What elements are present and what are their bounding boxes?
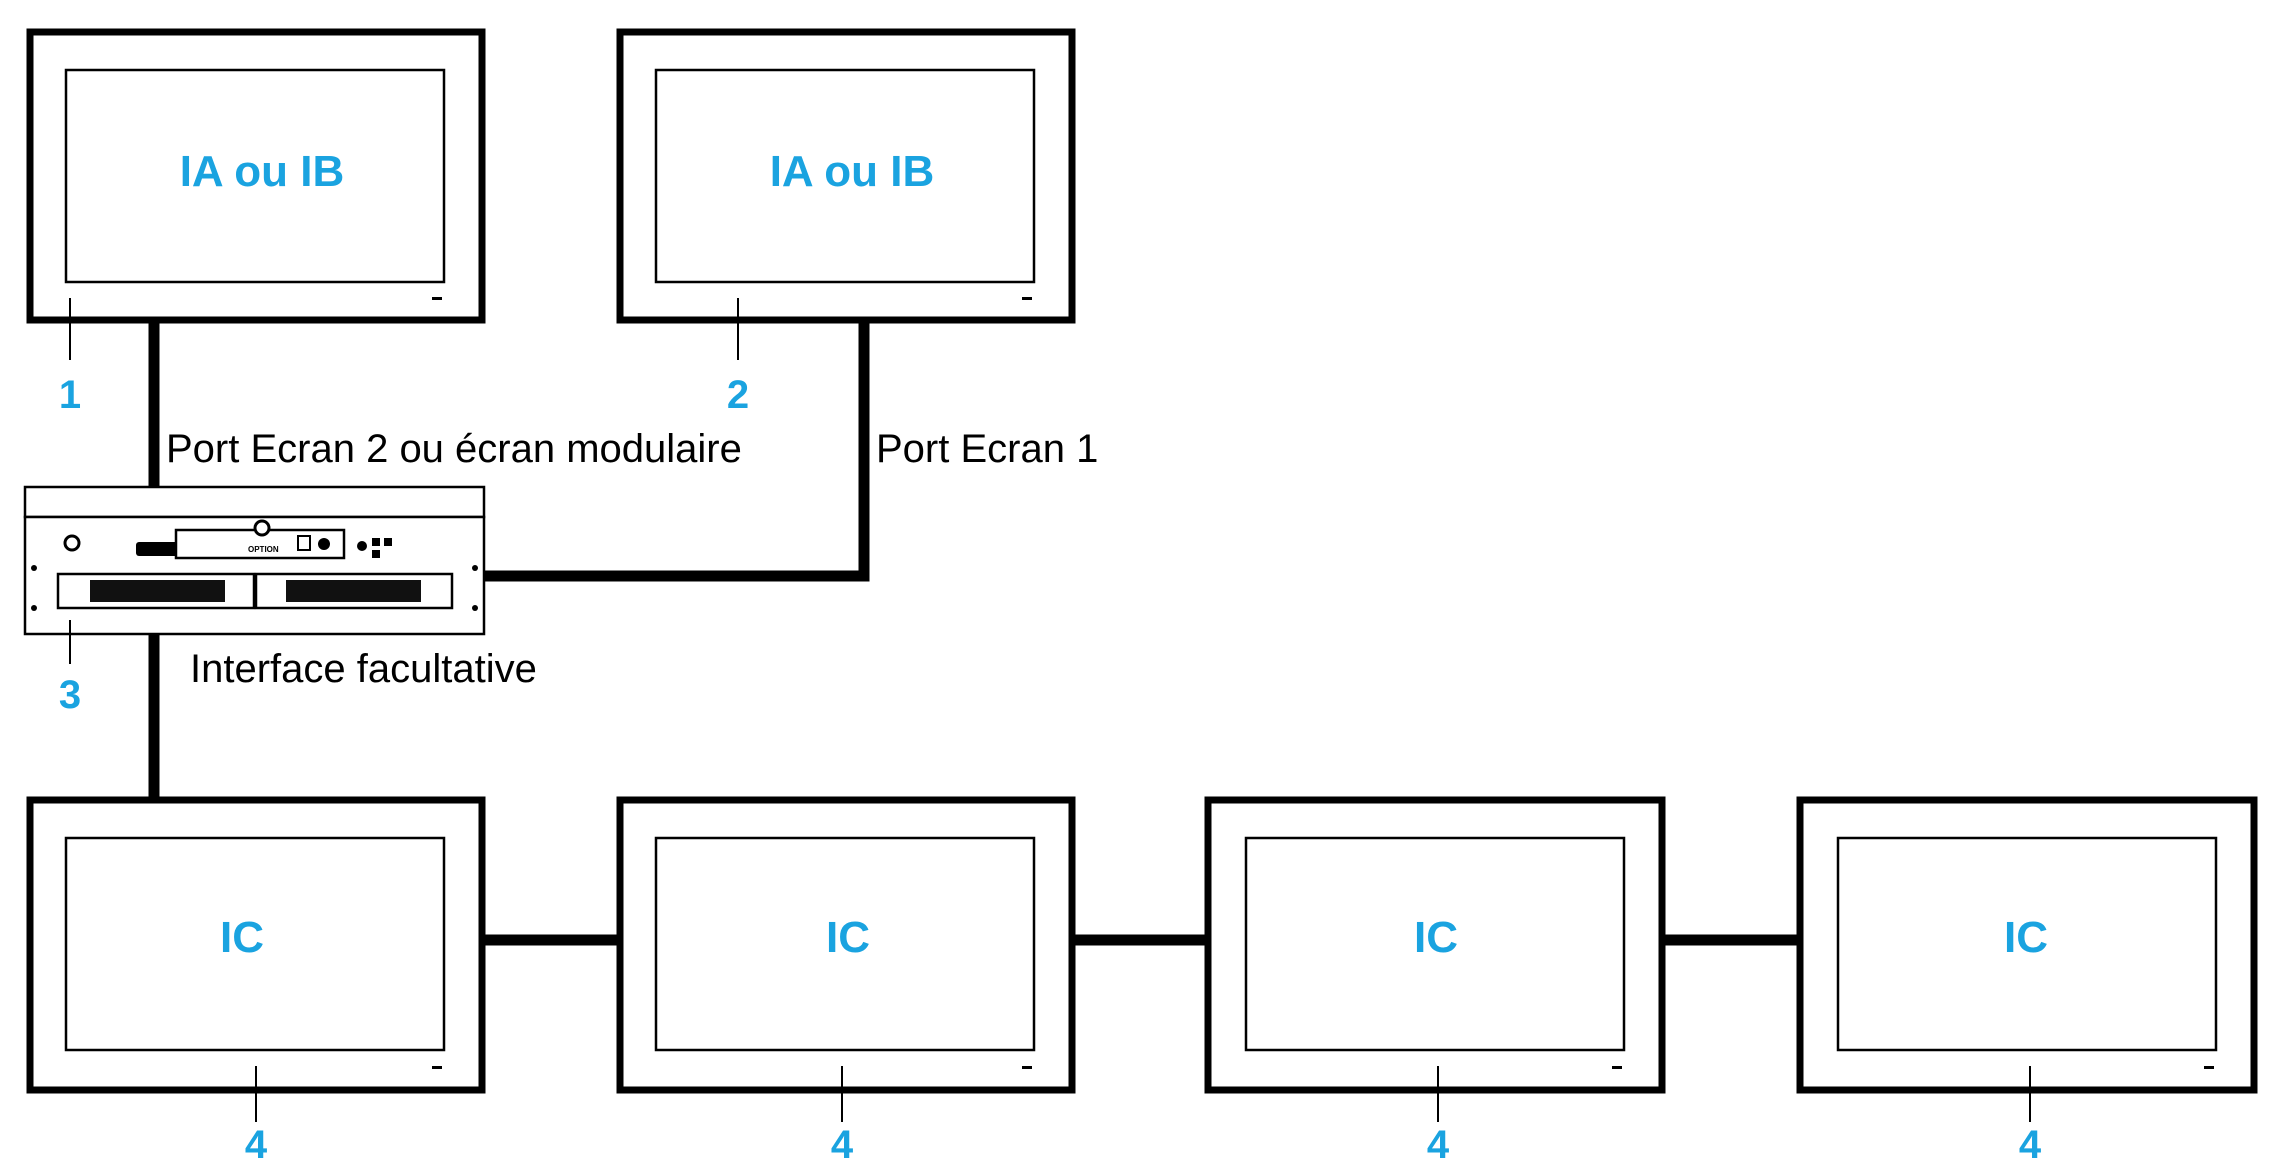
screen-ic-1-display [64, 836, 446, 1052]
screen-ic-2-label: IC [826, 913, 870, 962]
mount-hole-icon [31, 565, 37, 571]
cable-screen2-to-module [484, 320, 870, 582]
option-knob-icon [318, 538, 330, 550]
module-connector [136, 542, 178, 556]
screen-ic-2: IC 4 [616, 796, 1076, 1167]
status-led-icon [384, 538, 392, 546]
interface-module: OPTION 3 [23, 485, 486, 717]
port-screen1-label: Port Ecran 1 [876, 427, 1098, 471]
screen-ic-2-callout: 4 [831, 1123, 854, 1167]
mount-hole-icon [31, 605, 37, 611]
screw-icon [63, 534, 81, 552]
option-switch-icon [297, 535, 311, 551]
screen-ic-3-label: IC [1414, 913, 1458, 962]
screen-ic-4-display [1836, 836, 2218, 1052]
screen-2: IA ou IB 2 [616, 28, 1076, 417]
module-callout: 3 [59, 673, 81, 717]
screen-ic-1-callout: 4 [245, 1123, 268, 1167]
status-led-icon [372, 550, 380, 558]
screen-1-callout: 1 [59, 373, 81, 417]
status-led-icon [357, 541, 367, 551]
screen-ic-3: IC 4 [1204, 796, 1666, 1167]
screen-ic-1-indicator [432, 1066, 442, 1069]
screen-ic-4-label: IC [2004, 913, 2048, 962]
option-led-icon [253, 519, 271, 537]
screen-ic-2-display [654, 836, 1036, 1052]
screen-2-display [654, 68, 1036, 284]
screen-ic-3-indicator [1612, 1066, 1622, 1069]
screen-2-indicator [1022, 297, 1032, 300]
screen-ic-4-indicator [2204, 1066, 2214, 1069]
port-screen2-label: Port Ecran 2 ou écran modulaire [166, 427, 742, 471]
screen-2-label: IA ou IB [770, 147, 935, 196]
terminal-block-right [286, 580, 421, 602]
screen-ic-4: IC 4 [1796, 796, 2258, 1167]
screen-ic-2-indicator [1022, 1066, 1032, 1069]
screen-ic-1-label: IC [220, 913, 264, 962]
option-board-label: OPTION [248, 545, 279, 554]
status-led-icon [372, 538, 380, 546]
screen-1-display [64, 68, 446, 284]
screen-ic-3-callout: 4 [1427, 1123, 1450, 1167]
optional-interface-label: Interface facultative [190, 647, 537, 691]
screen-ic-4-callout: 4 [2019, 1123, 2042, 1167]
screen-1: IA ou IB 1 [26, 28, 486, 417]
screen-ic-1: IC 4 [26, 796, 486, 1167]
screen-1-indicator [432, 297, 442, 300]
mount-hole-icon [472, 565, 478, 571]
mount-hole-icon [472, 605, 478, 611]
screen-ic-3-display [1244, 836, 1626, 1052]
screen-1-label: IA ou IB [180, 147, 345, 196]
terminal-block-left [90, 580, 225, 602]
module-top-rail [23, 485, 486, 519]
screen-2-callout: 2 [727, 373, 749, 417]
